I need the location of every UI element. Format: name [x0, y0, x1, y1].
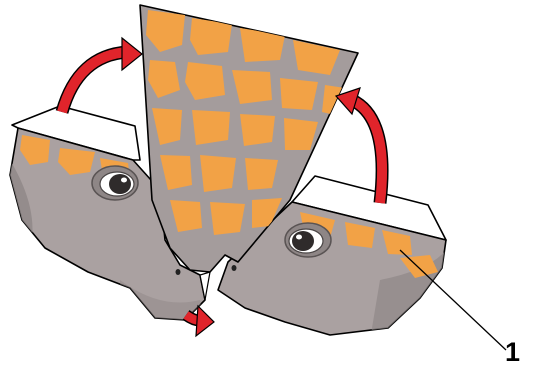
right-eye	[284, 222, 332, 258]
top-panel	[139, 4, 359, 301]
left-nostril	[175, 269, 181, 275]
fold-arrow-left	[55, 36, 143, 114]
right-flap	[217, 175, 447, 336]
giraffe-pattern	[146, 10, 345, 235]
left-eye	[91, 165, 139, 201]
mouth-notch	[199, 271, 211, 301]
fold-arrow-right	[334, 87, 389, 204]
right-nostril	[231, 265, 237, 271]
fold-arrows	[55, 36, 389, 338]
callout-1-label: 1	[505, 337, 521, 367]
callout-1-leader-line	[399, 249, 507, 351]
fold-arrow-bottom	[182, 304, 215, 338]
